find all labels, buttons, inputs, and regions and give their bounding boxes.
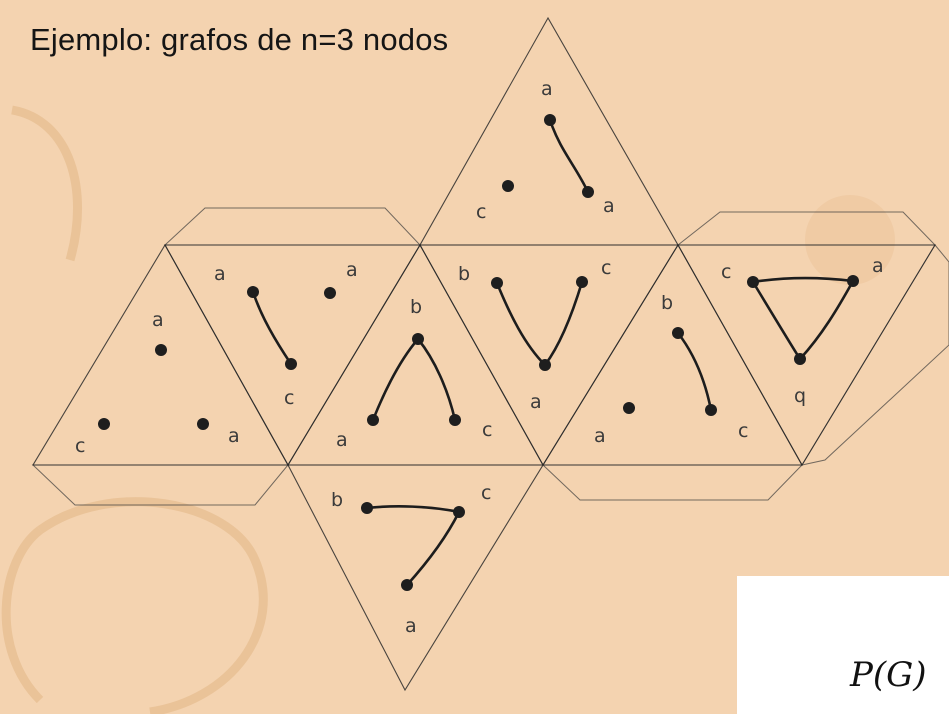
graph-node bbox=[502, 180, 514, 192]
graph-edge bbox=[798, 279, 855, 361]
node-label: a bbox=[541, 78, 553, 100]
graph-node bbox=[794, 353, 806, 365]
graph-node bbox=[847, 275, 859, 287]
graph-node bbox=[361, 502, 373, 514]
graph-node bbox=[672, 327, 684, 339]
node-label: c bbox=[721, 261, 731, 283]
graph-node bbox=[155, 344, 167, 356]
corner-panel bbox=[737, 576, 949, 714]
graph-node bbox=[449, 414, 461, 426]
formula-label: P(G) bbox=[850, 655, 927, 695]
node-label: a bbox=[228, 425, 240, 447]
graph-edge bbox=[251, 290, 293, 366]
node-label: a bbox=[152, 309, 164, 331]
node-label: b bbox=[331, 489, 343, 511]
graph-edge bbox=[371, 337, 420, 422]
node-label: c bbox=[481, 482, 491, 504]
node-label: c bbox=[601, 257, 611, 279]
graph-edge bbox=[543, 280, 584, 367]
graph-edge bbox=[548, 118, 590, 194]
face-right-2 bbox=[677, 244, 936, 467]
node-label: a bbox=[530, 391, 542, 413]
node-label: a bbox=[603, 195, 615, 217]
graph-node bbox=[197, 418, 209, 430]
graph-node bbox=[412, 333, 424, 345]
coffee-stain-left bbox=[1, 105, 268, 714]
graph-node bbox=[705, 404, 717, 416]
graph-bottom: a b c bbox=[331, 482, 491, 637]
node-label: a bbox=[872, 255, 884, 277]
node-label: a bbox=[405, 615, 417, 637]
node-label: a bbox=[336, 429, 348, 451]
graph-left-1: a a c bbox=[75, 309, 240, 457]
graph-edge bbox=[416, 337, 457, 422]
flap-top-left bbox=[163, 207, 422, 246]
graph-right-2: a q c bbox=[721, 255, 884, 407]
graph-node bbox=[247, 286, 259, 298]
node-label: b bbox=[661, 292, 673, 314]
graph-node bbox=[491, 277, 503, 289]
graph-right-1: a b c bbox=[594, 292, 748, 447]
graph-top: a a c bbox=[476, 78, 615, 223]
node-label: b bbox=[458, 263, 470, 285]
graph-node bbox=[98, 418, 110, 430]
node-label: a bbox=[594, 425, 606, 447]
node-label: a bbox=[346, 259, 358, 281]
graph-node bbox=[367, 414, 379, 426]
graph-edge bbox=[405, 510, 461, 587]
graph-left-2: a a c bbox=[214, 259, 358, 409]
graph-node bbox=[582, 186, 594, 198]
graph-node bbox=[544, 114, 556, 126]
graph-node bbox=[747, 276, 759, 288]
graph-node bbox=[285, 358, 297, 370]
node-label: q bbox=[794, 385, 806, 407]
graph-node bbox=[576, 276, 588, 288]
graph-node bbox=[539, 359, 551, 371]
face-top bbox=[419, 16, 679, 246]
graph-edge bbox=[676, 331, 713, 412]
flap-bottom-right bbox=[541, 464, 804, 501]
face-center-1 bbox=[287, 243, 544, 466]
graph-edge bbox=[495, 281, 547, 367]
graph-node bbox=[324, 287, 336, 299]
graph-node bbox=[401, 579, 413, 591]
graph-center-1: a b c bbox=[336, 296, 492, 451]
face-bottom bbox=[287, 464, 544, 692]
graph-edge bbox=[365, 505, 461, 514]
node-label: c bbox=[482, 419, 492, 441]
slide-title: Ejemplo: grafos de n=3 nodos bbox=[30, 22, 449, 57]
coffee-stain-right bbox=[805, 195, 895, 285]
graph-center-2: a b c bbox=[458, 257, 611, 413]
node-label: c bbox=[75, 435, 85, 457]
graph-edge bbox=[751, 276, 855, 284]
node-label: c bbox=[476, 201, 486, 223]
graph-node bbox=[623, 402, 635, 414]
graph-edge bbox=[751, 280, 802, 361]
node-label: c bbox=[284, 387, 294, 409]
node-label: a bbox=[214, 263, 226, 285]
node-label: c bbox=[738, 420, 748, 442]
face-left-2 bbox=[164, 244, 421, 467]
graph-node bbox=[453, 506, 465, 518]
node-label: b bbox=[410, 296, 422, 318]
